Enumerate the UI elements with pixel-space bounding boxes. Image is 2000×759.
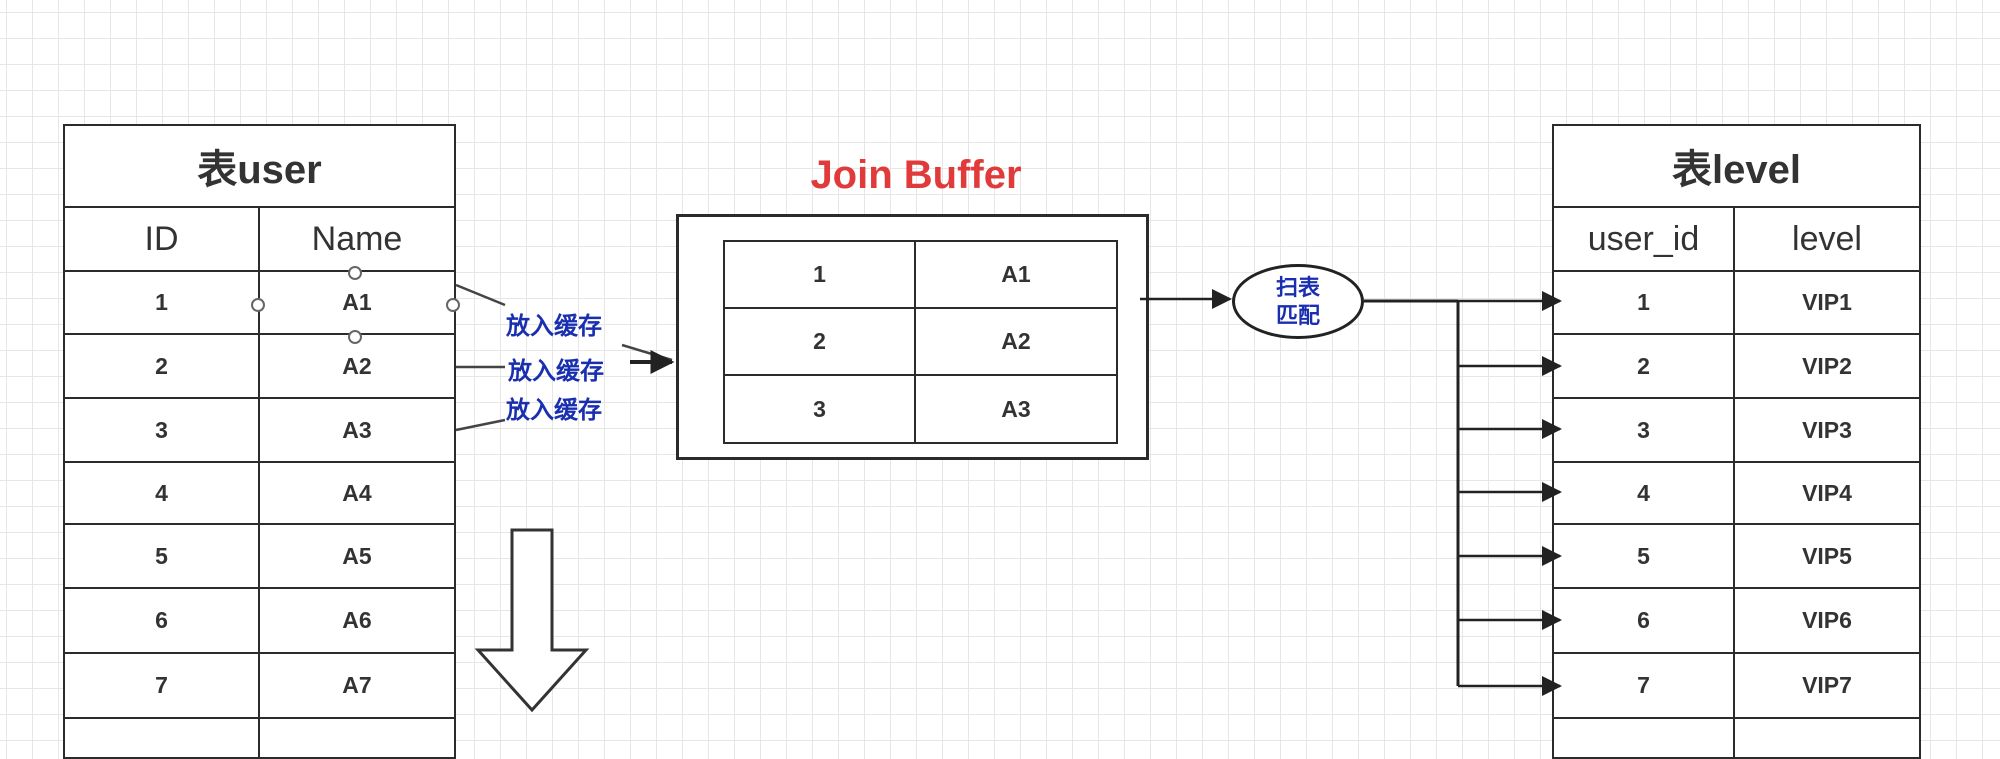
user-row: 4 A4: [63, 461, 456, 525]
level-value-cell: VIP7: [1733, 652, 1921, 719]
scan-trunk: [1364, 299, 1460, 686]
level-value-cell: VIP2: [1733, 333, 1921, 399]
join-buffer-title: Join Buffer: [810, 153, 1022, 197]
buffer-id-cell: 2: [723, 307, 916, 376]
match-label: 匹配: [1275, 302, 1320, 328]
level-table: 表level user_id level 1 VIP1 2 VIP2 3 VIP…: [1552, 124, 1921, 759]
level-value-cell: VIP4: [1733, 461, 1921, 525]
user-id-cell: 6: [63, 587, 260, 654]
level-value-cell: VIP6: [1733, 587, 1921, 654]
handle-left: [251, 298, 265, 312]
buffer-row: 3 A3: [723, 374, 1118, 444]
put-in-cache-label-1: 放入缓存: [506, 313, 602, 340]
connectors-layer: [251, 266, 1562, 713]
level-user-id-cell: 2: [1552, 333, 1735, 399]
level-table-title: 表level: [1552, 124, 1921, 208]
user-id-cell: 5: [63, 523, 260, 589]
buffer-row: 2 A2: [723, 307, 1118, 376]
put-in-cache-label-2: 放入缓存: [508, 358, 604, 385]
level-col-user-id: user_id: [1552, 206, 1735, 272]
user-id-cell: 7: [63, 652, 260, 719]
scan-label: 扫表: [1275, 274, 1320, 300]
level-value-cell: VIP1: [1733, 270, 1921, 335]
buffer-id-cell: 1: [723, 240, 916, 309]
level-row: 5 VIP5: [1552, 523, 1921, 589]
handle-top: [348, 266, 362, 280]
user-row: 7 A7: [63, 652, 456, 719]
user-row: 5 A5: [63, 523, 456, 589]
handle-right: [446, 298, 460, 312]
user-row: 1 A1: [63, 270, 456, 335]
level-row: 2 VIP2: [1552, 333, 1921, 399]
user-col-id: ID: [63, 206, 260, 272]
down-arrow-icon: [474, 528, 590, 713]
level-user-id-cell: 3: [1552, 397, 1735, 463]
user-name-cell: A6: [258, 587, 456, 654]
buffer-id-cell: 3: [723, 374, 916, 444]
user-name-cell: A3: [258, 397, 456, 463]
user-name-cell: A5: [258, 523, 456, 589]
user-id-cell: 4: [63, 461, 260, 525]
level-user-id-cell: 4: [1552, 461, 1735, 525]
level-user-id-cell: 6: [1552, 587, 1735, 654]
user-name-cell: A1: [258, 270, 456, 335]
user-id-cell: 3: [63, 397, 260, 463]
user-name-cell: A2: [258, 333, 456, 399]
level-row: 1 VIP1: [1552, 270, 1921, 335]
join-buffer-table: 1 A1 2 A2 3 A3: [723, 240, 1118, 444]
level-row: 6 VIP6: [1552, 587, 1921, 654]
buffer-name-cell: A2: [914, 307, 1118, 376]
buffer-row: 1 A1: [723, 240, 1118, 309]
buffer-name-cell: A1: [914, 240, 1118, 309]
level-row: 7 VIP7: [1552, 652, 1921, 719]
user-name-cell: A4: [258, 461, 456, 525]
level-col-level: level: [1733, 206, 1921, 272]
level-row: 4 VIP4: [1552, 461, 1921, 525]
put-in-cache-label-3: 放入缓存: [506, 397, 602, 424]
level-user-id-cell: 5: [1552, 523, 1735, 589]
user-row: 6 A6: [63, 587, 456, 654]
buffer-name-cell: A3: [914, 374, 1118, 444]
handle-bottom: [348, 330, 362, 344]
user-name-cell: A7: [258, 652, 456, 719]
user-row: 3 A3: [63, 397, 456, 463]
level-row: 3 VIP3: [1552, 397, 1921, 463]
level-value-cell: VIP5: [1733, 523, 1921, 589]
scan-match-node: 扫表 匹配: [1232, 264, 1364, 339]
level-user-id-cell: 1: [1552, 270, 1735, 335]
cache-line-3: [455, 418, 506, 432]
user-id-cell: 1: [63, 270, 260, 335]
user-table-title: 表user: [63, 124, 456, 208]
level-user-id-cell: 7: [1552, 652, 1735, 719]
user-id-cell: 2: [63, 333, 260, 399]
user-row: 2 A2: [63, 333, 456, 399]
level-value-cell: VIP3: [1733, 397, 1921, 463]
user-table: 表user ID Name 1 A1 2 A2 3 A3 4 A4 5 A5 6…: [63, 124, 456, 759]
